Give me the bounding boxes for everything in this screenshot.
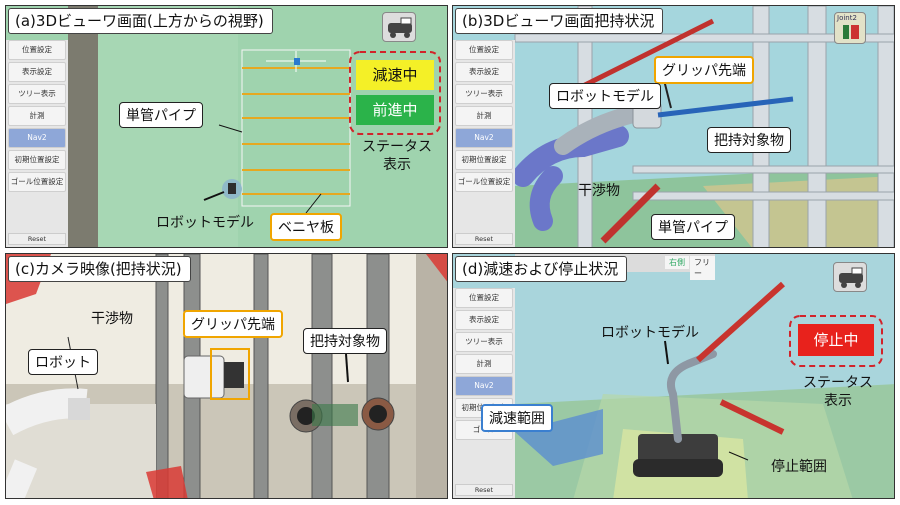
callout-stop-range: 停止範囲 xyxy=(771,459,827,475)
status-label: ステータス 表示 xyxy=(362,139,432,173)
tab-free[interactable]: フリー xyxy=(690,256,715,280)
menu-item-measure[interactable]: 計測 xyxy=(455,354,513,374)
callout-robot-model: ロボットモデル xyxy=(156,215,254,231)
callout-plywood: ベニヤ板 xyxy=(270,213,342,241)
panel-d-scene xyxy=(515,281,894,498)
joint2-label: Joint2 xyxy=(837,14,857,22)
panel-b-title: (b)3Dビューワ画面把持状況 xyxy=(455,8,664,34)
panel-d: 右側 フリー 位置設定 表示設定 ツリー表示 計測 Nav2 初期位置設定 ゴー… xyxy=(452,253,895,499)
menu-item-goal-position[interactable]: ゴール位置設定 xyxy=(455,172,513,192)
menu-item-measure[interactable]: 計測 xyxy=(455,106,513,126)
menu-item-initial-position[interactable]: 初期位置設定 xyxy=(8,150,66,170)
panel-a-menu: 位置設定 表示設定 ツリー表示 計測 Nav2 初期位置設定 ゴール位置設定 R… xyxy=(6,40,68,247)
callout-decel-range: 減速範囲 xyxy=(481,404,553,432)
tab-right[interactable]: 右側 xyxy=(665,256,689,269)
callout-interference: 干渉物 xyxy=(91,311,133,327)
callout-gripper-tip: グリッパ先端 xyxy=(183,310,283,338)
menu-item-position[interactable]: 位置設定 xyxy=(455,288,513,308)
callout-gripper-tip: グリッパ先端 xyxy=(654,56,754,84)
panel-c-title: (c)カメラ映像(把持状況) xyxy=(8,256,191,282)
panel-c: (c)カメラ映像(把持状況) 干渉物 グリッパ先端 把持対象物 ロボット xyxy=(5,253,448,499)
menu-item-initial-position[interactable]: 初期位置設定 xyxy=(455,150,513,170)
menu-item-display[interactable]: 表示設定 xyxy=(455,310,513,330)
panel-c-scene xyxy=(6,254,447,498)
menu-item-position[interactable]: 位置設定 xyxy=(8,40,66,60)
status-label: ステータス 表示 xyxy=(803,375,873,409)
callout-interference: 干渉物 xyxy=(578,183,620,199)
callout-pipe: 単管パイプ xyxy=(119,102,203,128)
menu-item-nav2[interactable]: Nav2 xyxy=(8,128,66,148)
panel-b-menu: 位置設定 表示設定 ツリー表示 計測 Nav2 初期位置設定 ゴール位置設定 R… xyxy=(453,40,515,247)
callout-target: 把持対象物 xyxy=(707,127,791,153)
menu-item-tree[interactable]: ツリー表示 xyxy=(455,332,513,352)
status-forward: 前進中 xyxy=(356,95,434,125)
panel-b: (b)3Dビューワ画面把持状況 位置設定 表示設定 ツリー表示 計測 Nav2 … xyxy=(452,5,895,248)
status-stop: 停止中 xyxy=(798,324,874,356)
status-decel: 減速中 xyxy=(356,60,434,90)
menu-item-goal-position[interactable]: ゴール位置設定 xyxy=(8,172,66,192)
callout-robot-model: ロボットモデル xyxy=(549,83,661,109)
reset-button[interactable]: Reset xyxy=(455,484,513,496)
menu-item-nav2[interactable]: Nav2 xyxy=(455,128,513,148)
callout-pipe: 単管パイプ xyxy=(651,214,735,240)
panel-b-scene xyxy=(512,6,894,247)
menu-item-measure[interactable]: 計測 xyxy=(8,106,66,126)
menu-item-display[interactable]: 表示設定 xyxy=(8,62,66,82)
robot-view-icon[interactable] xyxy=(833,262,867,292)
panel-d-menu: 位置設定 表示設定 ツリー表示 計測 Nav2 初期位置設定 ゴール Reset xyxy=(453,288,515,498)
robot-view-icon[interactable] xyxy=(382,12,416,42)
reset-button[interactable]: Reset xyxy=(8,233,66,245)
callout-robot: ロボット xyxy=(28,349,98,375)
panel-d-title: (d)減速および停止状況 xyxy=(455,256,628,282)
panel-a: (a)3Dビューワ画面(上方からの視野) 位置設定 表示設定 ツリー表示 計測 … xyxy=(5,5,448,248)
callout-target: 把持対象物 xyxy=(303,328,387,354)
menu-item-tree[interactable]: ツリー表示 xyxy=(8,84,66,104)
menu-item-nav2[interactable]: Nav2 xyxy=(455,376,513,396)
panel-a-title: (a)3Dビューワ画面(上方からの視野) xyxy=(8,8,273,34)
reset-button[interactable]: Reset xyxy=(455,233,513,245)
callout-robot-model: ロボットモデル xyxy=(601,325,699,341)
joint2-badge[interactable]: Joint2 xyxy=(834,12,866,44)
menu-item-tree[interactable]: ツリー表示 xyxy=(455,84,513,104)
menu-item-position[interactable]: 位置設定 xyxy=(455,40,513,60)
menu-item-display[interactable]: 表示設定 xyxy=(455,62,513,82)
